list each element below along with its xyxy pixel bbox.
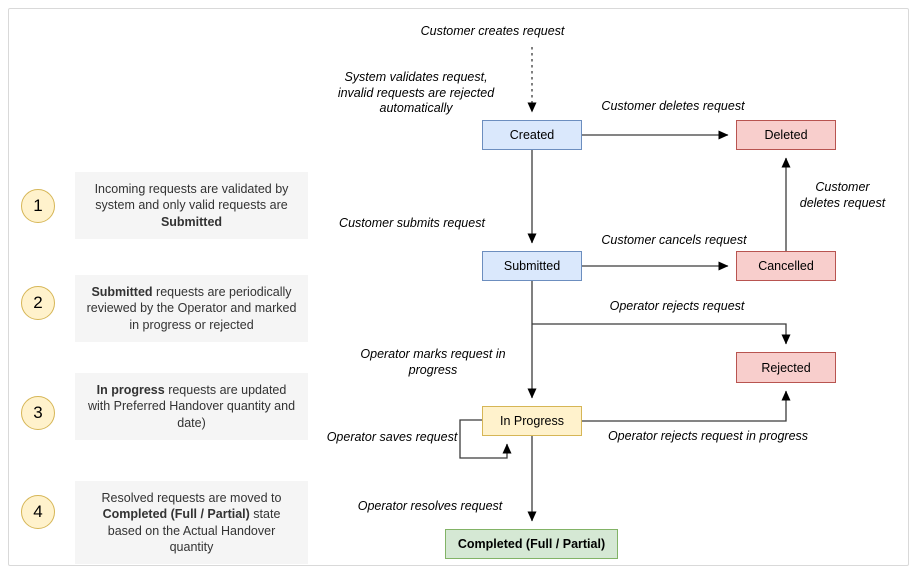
label-operator-rejects: Operator rejects request <box>609 299 745 313</box>
note-2-text: Submitted requests are periodically revi… <box>75 275 308 342</box>
state-in-progress: In Progress <box>482 406 582 436</box>
label-operator-resolves: Operator resolves request <box>357 499 503 513</box>
note-3-post: requests are updated with Preferred Hand… <box>87 383 296 430</box>
label-operator-saves: Operator saves request <box>326 430 458 444</box>
state-created: Created <box>482 120 582 150</box>
note-4-bold: Completed (Full / Partial) <box>102 507 250 522</box>
label-operator-marks: Operator marks request in progress <box>360 347 506 377</box>
note-1-badge: 1 <box>21 189 55 223</box>
note-4-post: state based on the Actual Handover quant… <box>107 507 281 554</box>
note-2-post: requests are periodically reviewed by th… <box>86 285 297 332</box>
state-completed: Completed (Full / Partial) <box>445 529 618 559</box>
note-2-bold: Submitted <box>91 285 153 299</box>
label-customer-submits: Customer submits request <box>339 216 485 230</box>
note-1-pre: Incoming requests are validated by syste… <box>94 182 289 213</box>
state-rejected: Rejected <box>736 352 836 383</box>
state-cancelled: Cancelled <box>736 251 836 281</box>
note-3-badge: 3 <box>21 396 55 430</box>
note-2-badge: 2 <box>21 286 55 320</box>
label-customer-cancels: Customer cancels request <box>601 233 747 247</box>
label-operator-rejects-in-progress: Operator rejects request in progress <box>607 429 809 443</box>
note-4-pre: Resolved requests are moved to <box>101 491 282 505</box>
label-system-validates: System validates request, invalid reques… <box>337 70 495 116</box>
note-1-bold: Submitted <box>160 214 223 229</box>
label-customer-deletes-top: Customer deletes request <box>601 99 745 113</box>
note-3-text: In progress requests are updated with Pr… <box>75 373 308 440</box>
note-1-text: Incoming requests are validated by syste… <box>75 172 308 239</box>
label-customer-deletes-right: Customer deletes request <box>799 180 886 210</box>
state-submitted: Submitted <box>482 251 582 281</box>
note-4-text: Resolved requests are moved to Completed… <box>75 481 308 564</box>
label-customer-creates: Customer creates request <box>420 24 565 38</box>
note-4-badge: 4 <box>21 495 55 529</box>
state-deleted: Deleted <box>736 120 836 150</box>
note-3-bold: In progress <box>96 383 165 397</box>
